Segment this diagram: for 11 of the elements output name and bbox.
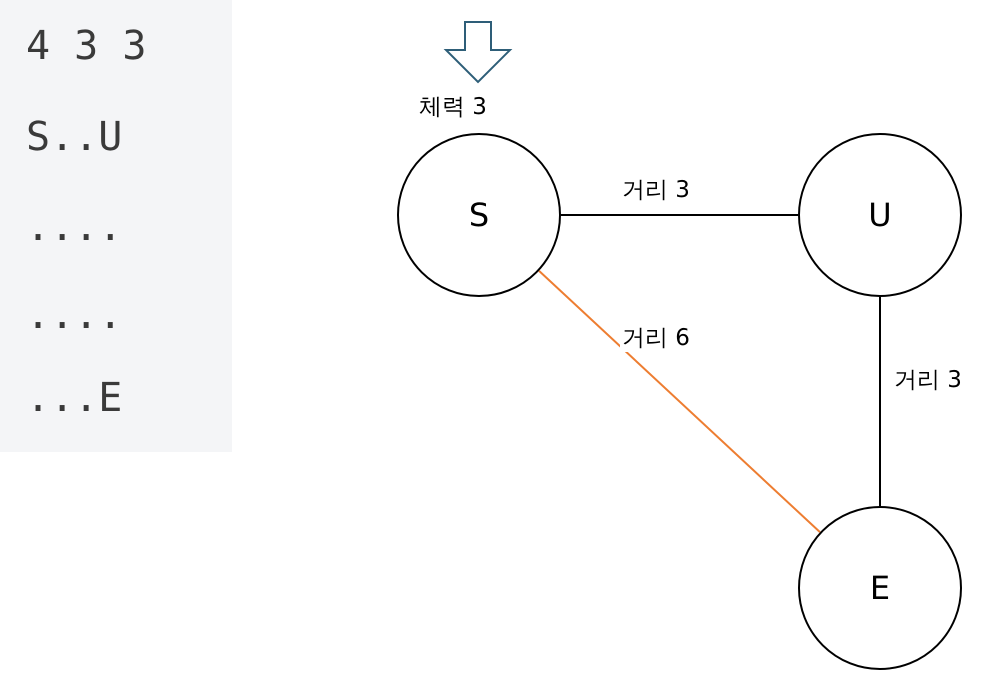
code-line: ....	[26, 203, 122, 251]
circle-node: S	[397, 133, 561, 297]
circle-node: E	[798, 506, 962, 670]
code-line: S..U	[26, 113, 122, 161]
code-line: ...E	[26, 374, 122, 422]
circle-node: U	[798, 133, 962, 297]
connector-line	[561, 214, 798, 216]
connector-line	[879, 297, 881, 506]
code-line: ....	[26, 291, 122, 339]
code-line: 4 3 3	[26, 22, 146, 70]
connector-line	[538, 270, 821, 533]
